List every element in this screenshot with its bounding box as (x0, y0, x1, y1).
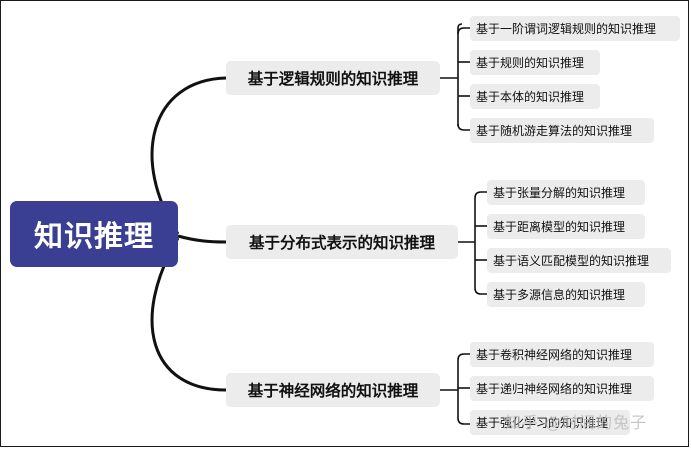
leaf-node-tensor-decomposition: 基于张量分解的知识推理 (487, 180, 645, 205)
branch-node-neural-network: 基于神经网络的知识推理 (226, 373, 440, 407)
watermark-text: 知乎 @时间的兔子 (505, 413, 648, 432)
leaf-node-reinforcement-learning: 基于强化学习的知识推理 (470, 410, 630, 435)
link-b3-leaf-3 (457, 417, 470, 425)
branch-node-distributed-representation: 基于分布式表示的知识推理 (226, 225, 458, 259)
leaf-node-random-walk: 基于随机游走算法的知识推理 (470, 118, 654, 143)
root-node: 知识推理 (10, 201, 178, 267)
link-b1-leaf-1 (457, 27, 470, 35)
leaf-node-ontology-based: 基于本体的知识推理 (470, 84, 600, 109)
link-b1-leaf-4 (457, 123, 470, 131)
leaf-node-semantic-matching: 基于语义匹配模型的知识推理 (487, 248, 671, 273)
link-b3-leaf-1 (457, 353, 470, 361)
link-root-branch-2 (177, 234, 227, 244)
link-b2-leaf-1 (474, 191, 487, 199)
leaf-node-first-order-logic: 基于一阶谓词逻辑规则的知识推理 (470, 16, 680, 41)
leaf-node-cnn: 基于卷积神经网络的知识推理 (470, 342, 654, 367)
link-branch-1-spine (457, 23, 463, 126)
link-b2-leaf-4 (474, 287, 487, 295)
leaf-node-multi-source-info: 基于多源信息的知识推理 (487, 282, 645, 307)
leaf-node-distance-model: 基于距离模型的知识推理 (487, 214, 645, 239)
link-root-branch-3 (150, 237, 227, 392)
leaf-node-rule-based: 基于规则的知识推理 (470, 50, 600, 75)
branch-node-logic-rules: 基于逻辑规则的知识推理 (226, 61, 440, 95)
leaf-node-rnn: 基于递归神经网络的知识推理 (470, 376, 654, 401)
